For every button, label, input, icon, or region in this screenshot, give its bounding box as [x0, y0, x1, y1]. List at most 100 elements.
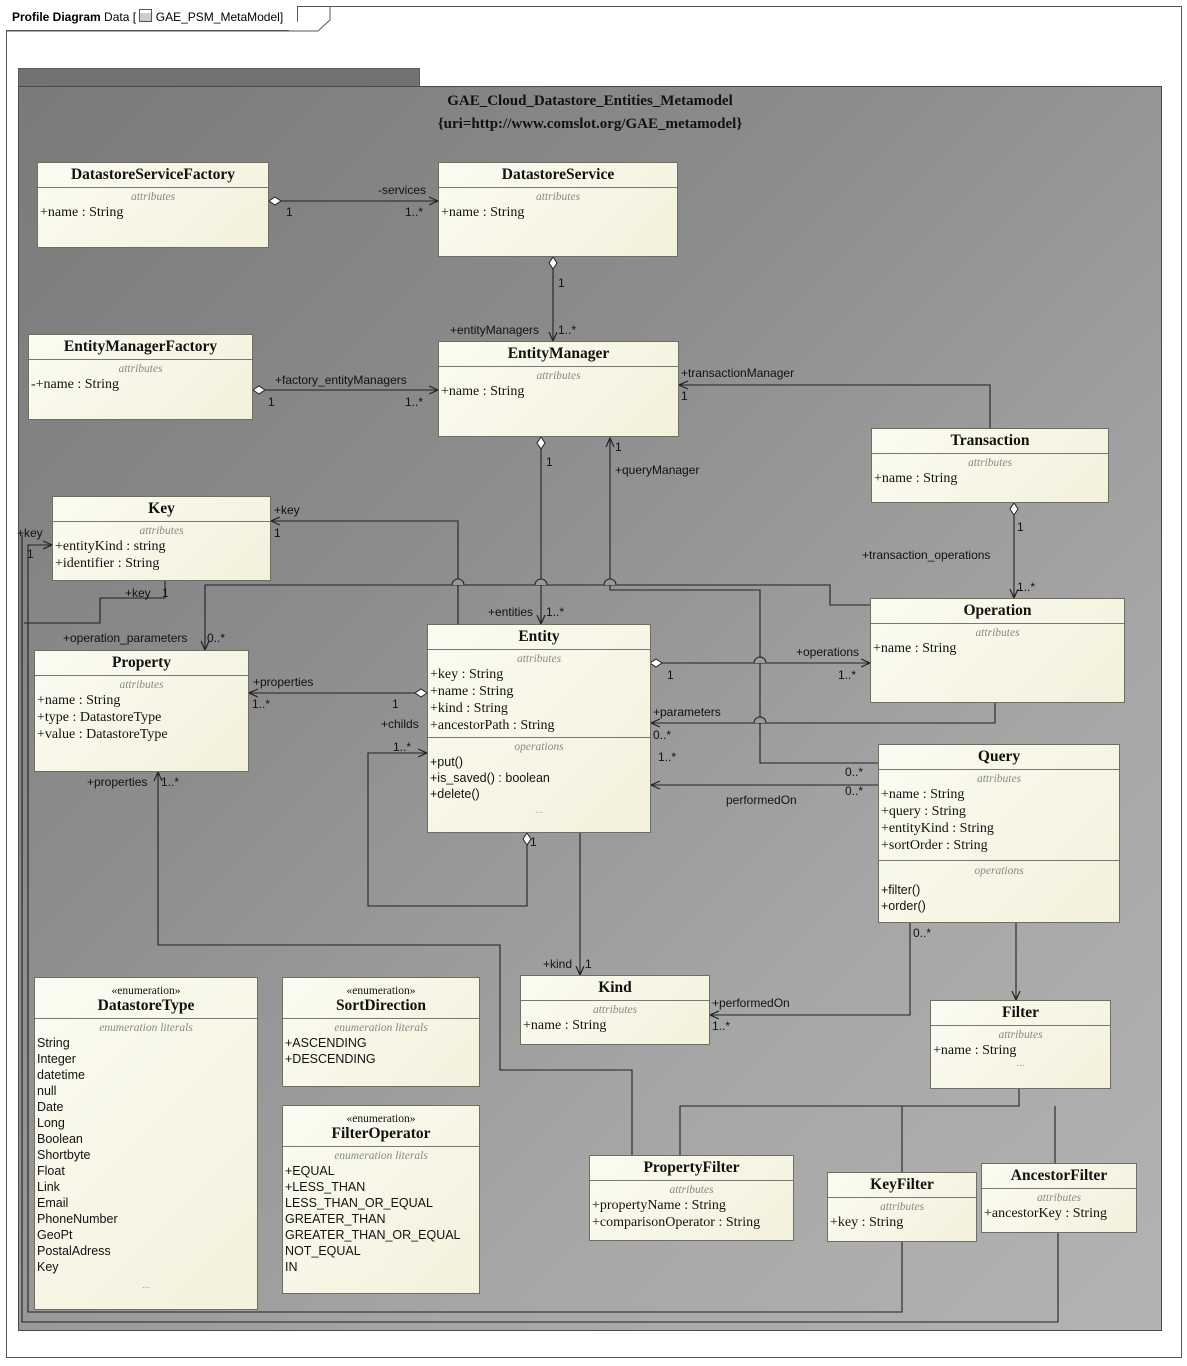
mult-1: 1: [530, 835, 537, 849]
class-kind[interactable]: Kind attributes +name : String: [520, 975, 710, 1045]
enum-header: «enumeration» DatastoreType: [35, 978, 257, 1019]
label-properties: +properties: [253, 675, 314, 689]
attributes-compartment-label: attributes: [976, 773, 1022, 785]
class-ancestorfilter[interactable]: AncestorFilter attributes +ancestorKey :…: [981, 1163, 1137, 1233]
mult-many: 1..*: [712, 1019, 731, 1033]
attributes-compartment-label: attributes: [536, 370, 581, 382]
class-datastoreservicefactory[interactable]: DatastoreServiceFactory attributes +name…: [37, 162, 269, 248]
enum-datastoretype[interactable]: «enumeration» DatastoreType enumeration …: [34, 977, 258, 1310]
attributes-compartment-label: attributes: [592, 1004, 638, 1016]
operation: +is_saved() : boolean: [430, 771, 550, 785]
attribute: +comparisonOperator : String: [592, 1215, 761, 1230]
mult-1: 1: [667, 668, 674, 682]
package-title: GAE_Cloud_Datastore_Entities_Metamodel {…: [18, 90, 1162, 136]
mult-many: 1..*: [658, 750, 677, 764]
class-name: EntityManager: [439, 342, 678, 367]
attributes-compartment-label: attributes: [118, 363, 163, 375]
attribute: +name : String: [933, 1043, 1017, 1058]
attributes-compartment-label: attributes: [516, 653, 562, 665]
literal: GREATER_THAN: [285, 1212, 386, 1226]
enum-name: SortDirection: [335, 997, 427, 1014]
operation: +put(): [430, 755, 464, 769]
class-entity[interactable]: Entity attributes +key : String +name : …: [427, 624, 651, 833]
literal: GeoPt: [37, 1228, 73, 1242]
enum-sortdirection[interactable]: «enumeration» SortDirection enumeration …: [282, 977, 480, 1087]
label-querymanager: +queryManager: [615, 463, 700, 477]
literal: +ASCENDING: [285, 1036, 367, 1050]
class-entitymanagerfactory[interactable]: EntityManagerFactory attributes -+name :…: [28, 334, 253, 420]
attributes-compartment-label: attributes: [119, 679, 164, 691]
class-propertyfilter[interactable]: PropertyFilter attributes +propertyName …: [589, 1155, 794, 1241]
attribute: +ancestorKey : String: [984, 1206, 1107, 1221]
literal: GREATER_THAN_OR_EQUAL: [285, 1228, 461, 1242]
mult-1: 1: [546, 455, 553, 469]
assoc-keyfilter-key: [27, 545, 903, 1313]
mult-many: 1..*: [558, 323, 577, 337]
mult-zero-many: 0..*: [207, 631, 226, 645]
label-key: +key: [125, 586, 151, 600]
literals-compartment-label: enumeration literals: [334, 1150, 428, 1162]
class-keyfilter[interactable]: KeyFilter attributes +key : String: [827, 1172, 977, 1242]
mult-many: 1..*: [393, 740, 412, 754]
class-datastoreservice[interactable]: DatastoreService attributes +name : Stri…: [438, 162, 678, 257]
attributes-compartment-label: attributes: [139, 525, 184, 537]
package-name: GAE_Cloud_Datastore_Entities_Metamodel: [447, 93, 733, 109]
class-name: Key: [53, 497, 270, 522]
attributes-compartment-label: attributes: [535, 191, 581, 203]
ellipsis: ...: [534, 805, 544, 816]
diagram-frame: [6, 6, 1182, 1358]
mult-1: 1: [274, 526, 281, 540]
class-name: Operation: [871, 599, 1124, 624]
assoc-operation-parameters: [205, 584, 870, 650]
attributes-compartment-label: attributes: [998, 1029, 1043, 1041]
mult-1: 1: [681, 389, 688, 403]
mult-many: 1..*: [252, 697, 271, 711]
class-key[interactable]: Key attributes +entityKind : string +ide…: [52, 496, 271, 581]
stereotype: «enumeration»: [346, 1113, 416, 1125]
class-name: EntityManagerFactory: [29, 335, 252, 360]
enum-filteroperator[interactable]: «enumeration» FilterOperator enumeration…: [282, 1105, 480, 1294]
class-transaction[interactable]: Transaction attributes +name : String: [871, 428, 1109, 503]
enum-name: DatastoreType: [97, 997, 195, 1014]
assoc-query-kind: [710, 923, 911, 1015]
class-name: KeyFilter: [828, 1173, 976, 1198]
literal: Long: [37, 1116, 65, 1130]
attribute: +value : DatastoreType: [37, 727, 168, 742]
mult-1: 1: [392, 697, 399, 711]
attribute: +name : String: [873, 641, 957, 656]
mult-zero-many: 0..*: [653, 728, 672, 742]
literal: Float: [37, 1164, 65, 1178]
literal: Shortbyte: [37, 1148, 91, 1162]
mult-1: 1: [268, 395, 275, 409]
attribute: +name : String: [441, 384, 525, 399]
class-property[interactable]: Property attributes +name : String +type…: [34, 650, 249, 772]
class-name: Filter: [931, 1001, 1110, 1026]
label-entitymanagers: +entityManagers: [450, 323, 540, 337]
label-kind: +kind: [543, 957, 573, 971]
class-query[interactable]: Query attributes +name : String +query :…: [878, 744, 1120, 923]
literal: Boolean: [37, 1132, 83, 1146]
mult-zero-many: 0..*: [845, 765, 864, 779]
compartment-divider: [879, 860, 1119, 861]
class-name: Property: [35, 651, 248, 676]
enum-name: FilterOperator: [331, 1125, 431, 1142]
operation: +order(): [881, 899, 926, 913]
label-properties: +properties: [87, 775, 148, 789]
label-operation-parameters: +operation_parameters: [63, 631, 188, 645]
attribute: +propertyName : String: [592, 1198, 726, 1213]
literal: String: [37, 1036, 70, 1050]
literal: +EQUAL: [285, 1164, 335, 1178]
attribute: +entityKind : String: [881, 821, 994, 836]
attribute: +key : String: [830, 1215, 904, 1230]
attribute: +key : String: [430, 667, 504, 682]
class-operation[interactable]: Operation attributes +name : String: [870, 598, 1125, 703]
package-uri: {uri=http://www.comslot.org/GAE_metamode…: [437, 116, 743, 132]
class-entitymanager[interactable]: EntityManager attributes +name : String: [438, 341, 679, 437]
attribute: +name : String: [37, 693, 121, 708]
class-name: Query: [879, 745, 1119, 770]
attribute: +name : String: [40, 205, 124, 220]
stereotype: «enumeration»: [346, 985, 416, 997]
literal: NOT_EQUAL: [285, 1244, 361, 1258]
class-filter[interactable]: Filter attributes +name : String ...: [930, 1000, 1111, 1089]
compartment-divider: [428, 737, 650, 738]
